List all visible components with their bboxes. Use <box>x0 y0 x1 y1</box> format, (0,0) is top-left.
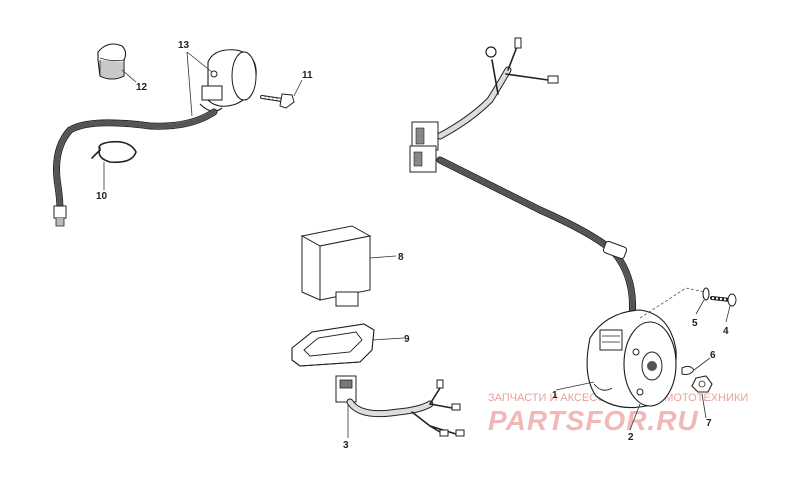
ignition-coil <box>199 49 257 112</box>
stator-washer <box>702 287 710 301</box>
coil-bolt <box>260 93 295 109</box>
callout-6: 6 <box>710 350 716 361</box>
callout-7: 7 <box>706 418 712 429</box>
callout-11: 11 <box>302 70 313 81</box>
stator-screw <box>710 293 737 307</box>
cdi-unit <box>300 225 372 307</box>
connector-harness <box>335 375 465 437</box>
ht-lead <box>53 108 218 227</box>
stator-rotor <box>586 309 677 409</box>
rotor-nut <box>691 375 713 393</box>
callout-4: 4 <box>723 326 729 337</box>
callouts: 13 12 11 10 8 9 3 1 2 5 4 6 7 <box>96 40 729 451</box>
leader-lines <box>103 51 731 438</box>
woodruff-key <box>681 365 695 375</box>
wire-clip <box>91 140 137 164</box>
watermark: ЗАПЧАСТИ И АКСЕССУАРЫ ДЛЯ МОТОТЕХНИКИ PA… <box>488 392 748 436</box>
callout-13: 13 <box>178 40 190 51</box>
spark-plug-cap <box>97 43 127 80</box>
watermark-logo: PARTSFOR.RU <box>488 405 699 436</box>
callout-12: 12 <box>136 82 148 93</box>
cdi-holder <box>291 323 375 367</box>
callout-3: 3 <box>343 440 349 451</box>
callout-1: 1 <box>552 390 558 401</box>
callout-8: 8 <box>398 252 404 263</box>
assembly-line <box>639 287 705 319</box>
callout-9: 9 <box>404 334 410 345</box>
callout-10: 10 <box>96 191 108 202</box>
callout-5: 5 <box>692 318 698 329</box>
stator-harness <box>409 37 637 322</box>
callout-2: 2 <box>628 432 634 443</box>
